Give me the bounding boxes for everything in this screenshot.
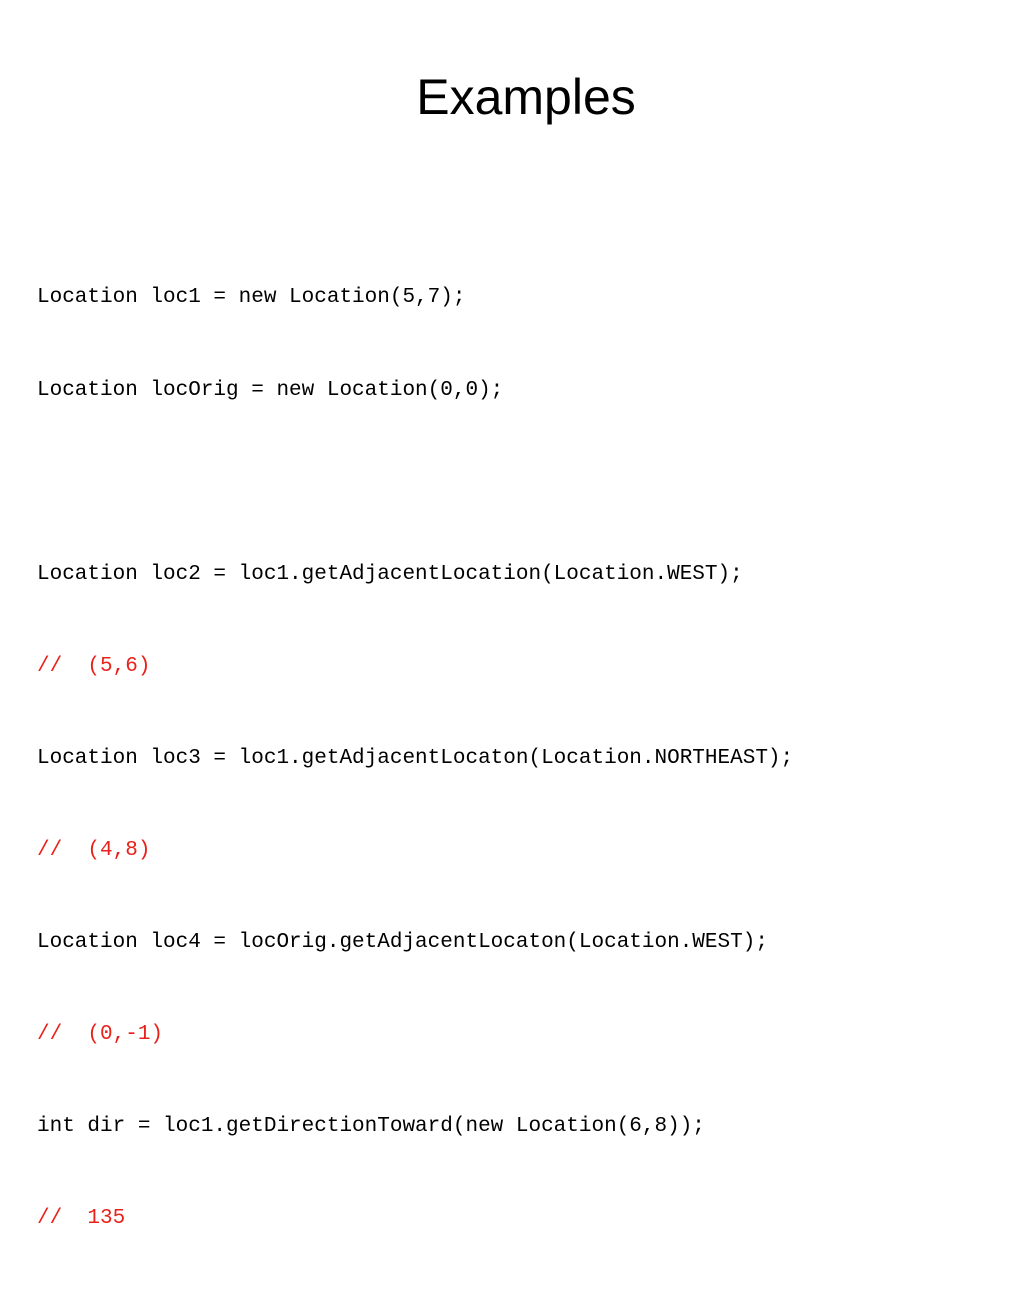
blank-line	[37, 468, 1007, 499]
slide: Examples Location loc1 = new Location(5,…	[37, 69, 794, 1231]
code-line: int dir = loc1.getDirectionToward(new Lo…	[37, 1115, 705, 1139]
code-comment: // (4,8)	[37, 838, 151, 862]
code-line: Location loc3 = loc1.getAdjacentLocaton(…	[37, 746, 794, 770]
code-comment: // 135	[37, 1207, 126, 1231]
code-comment: // (5,6)	[37, 654, 151, 678]
code-block: Location loc1 = new Location(5,7); Locat…	[37, 222, 1007, 1296]
code-comment: // (0,-1)	[37, 1023, 164, 1047]
code-line: Location loc4 = locOrig.getAdjacentLocat…	[37, 931, 768, 955]
code-line: Location loc2 = loc1.getAdjacentLocation…	[37, 562, 743, 586]
slide-title: Examples	[416, 69, 636, 125]
code-line: Location locOrig = new Location(0,0);	[37, 378, 504, 402]
code-line: Location loc1 = new Location(5,7);	[37, 286, 466, 310]
